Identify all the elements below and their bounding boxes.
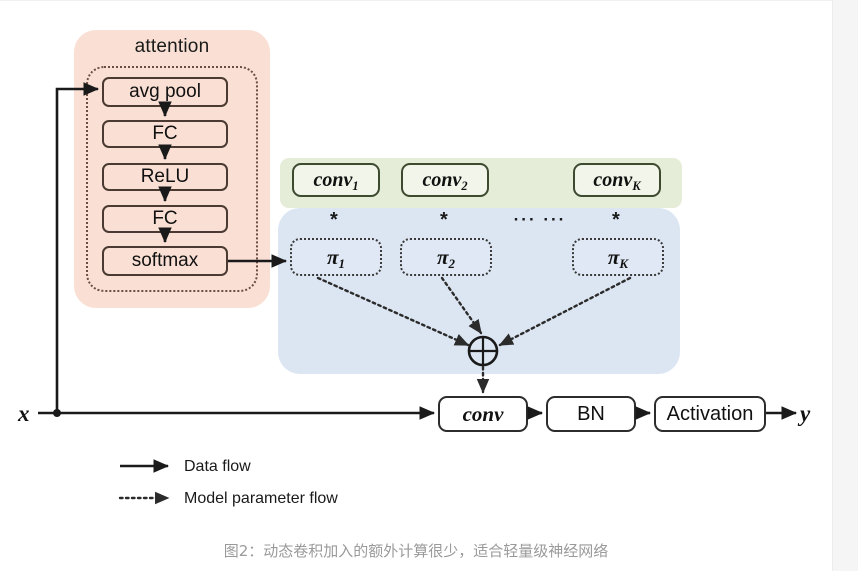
- pipeline-box-bn[interactable]: BN: [546, 396, 636, 432]
- attention-weight-label: πK: [607, 244, 629, 271]
- attention-step-label: avg pool: [129, 81, 201, 102]
- conv-kernel-box-1[interactable]: conv1: [292, 163, 380, 197]
- multiply-operator-2: *: [440, 209, 448, 231]
- legend: Data flow Model parameter flow: [118, 455, 478, 519]
- output-label-y: y: [800, 401, 811, 426]
- attention-weight-box-2[interactable]: π2: [400, 238, 492, 276]
- conv-kernel-box-k[interactable]: convK: [573, 163, 661, 197]
- attention-weights-band: [278, 208, 680, 374]
- legend-solid-arrow-icon: [120, 459, 170, 473]
- attention-panel-title: attention: [134, 36, 210, 57]
- kernel-ellipsis: ··· ···: [513, 210, 567, 229]
- attention-weight-label: π2: [437, 244, 455, 271]
- figure-caption: 图2：动态卷积加入的额外计算很少，适合轻量级神经网络: [223, 542, 609, 560]
- conv-kernel-label: conv1: [313, 168, 359, 193]
- conv-kernel-box-2[interactable]: conv2: [401, 163, 489, 197]
- legend-row-model-parameter-flow: Model parameter flow: [118, 487, 478, 519]
- legend-row-data-flow: Data flow: [118, 455, 478, 487]
- attention-step-relu[interactable]: ReLU: [102, 163, 228, 191]
- attention-step-label: FC: [152, 208, 178, 229]
- conv-kernel-label: convK: [593, 168, 641, 193]
- frame-top-border: [0, 0, 858, 1]
- frame-right-border: [832, 0, 858, 571]
- pipeline-box-conv[interactable]: conv: [438, 396, 528, 432]
- input-label-x: x: [18, 401, 30, 426]
- pipeline-box-label: BN: [577, 402, 605, 425]
- attention-step-avg-pool[interactable]: avg pool: [102, 77, 228, 107]
- input-branch-junction: [53, 409, 61, 417]
- attention-step-fc-1[interactable]: FC: [102, 120, 228, 148]
- pipeline-box-label: conv: [462, 401, 504, 426]
- attention-step-softmax[interactable]: softmax: [102, 246, 228, 276]
- attention-step-label: FC: [152, 123, 178, 144]
- attention-step-fc-2[interactable]: FC: [102, 205, 228, 233]
- attention-weight-label: π1: [327, 244, 345, 271]
- multiply-operator-1: *: [330, 209, 338, 231]
- attention-step-label: ReLU: [140, 166, 190, 187]
- attention-weight-box-k[interactable]: πK: [572, 238, 664, 276]
- multiply-operator-k: *: [612, 209, 620, 231]
- legend-dotted-arrow-icon: [118, 491, 170, 505]
- pipeline-box-label: Activation: [666, 402, 754, 425]
- legend-label: Data flow: [184, 458, 251, 475]
- conv-kernel-label: conv2: [422, 168, 468, 193]
- pipeline-box-activation[interactable]: Activation: [654, 396, 766, 432]
- attention-step-label: softmax: [131, 250, 199, 271]
- attention-weight-box-1[interactable]: π1: [290, 238, 382, 276]
- legend-label: Model parameter flow: [184, 490, 338, 507]
